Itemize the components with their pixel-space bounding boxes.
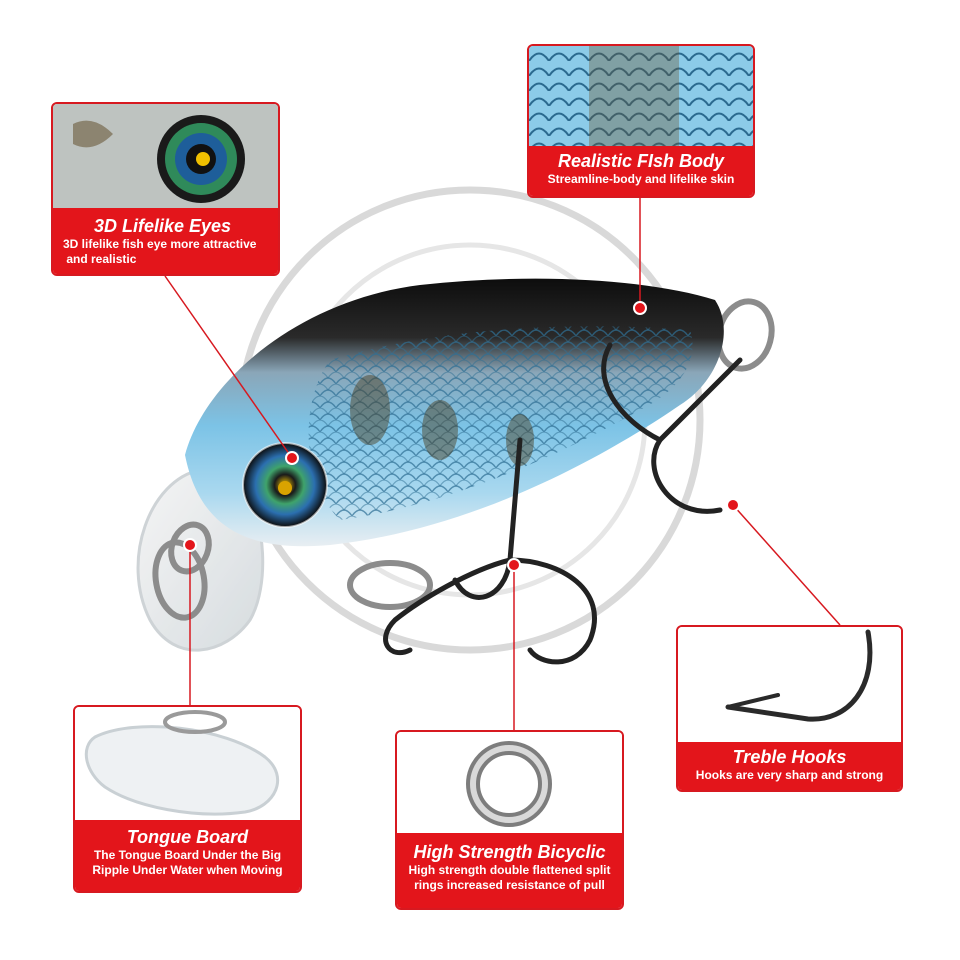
callout-tongue-banner: Tongue Board The Tongue Board Under the … [75,820,300,891]
callout-tongue-title: Tongue Board [126,827,249,847]
treble-hook-icon [678,627,901,746]
callout-hooks-desc: Hooks are very sharp and strong [695,768,884,782]
callout-ring-desc-2: rings increased resistance of pull [414,878,605,892]
callout-hooks-title: Treble Hooks [732,747,847,767]
callout-ring: High Strength Bicyclic High strength dou… [395,730,624,910]
callout-eyes-title: 3D Lifelike Eyes [93,216,232,236]
callout-body-title: Realistic FIsh Body [557,151,725,171]
callout-ring-title: High Strength Bicyclic [413,842,606,862]
split-ring-icon [397,732,622,837]
callout-hooks: Treble Hooks Hooks are very sharp and st… [676,625,903,792]
callout-eyes-banner: 3D Lifelike Eyes 3D lifelike fish eye mo… [53,208,278,274]
callout-body: Realistic FIsh Body Streamline-body and … [527,44,755,198]
callout-tongue-desc-2: Ripple Under Water when Moving [92,863,283,877]
callout-body-banner: Realistic FIsh Body Streamline-body and … [529,146,753,196]
callout-body-desc: Streamline-body and lifelike skin [547,172,735,186]
callout-hooks-banner: Treble Hooks Hooks are very sharp and st… [678,742,901,790]
callout-ring-banner: High Strength Bicyclic High strength dou… [397,833,622,908]
callout-tongue-desc-1: The Tongue Board Under the Big [93,848,282,862]
eye-closeup [53,104,278,212]
callout-eyes-desc-2: and realistic [63,252,137,266]
callout-tongue: Tongue Board The Tongue Board Under the … [73,705,302,893]
callout-eyes-desc-1: 3D lifelike fish eye more attractive [63,237,257,251]
tongue-board-closeup [75,707,300,824]
callout-eyes: 3D Lifelike Eyes 3D lifelike fish eye mo… [51,102,280,276]
callout-ring-desc-1: High strength double flattened split [408,863,611,877]
scale-closeup [529,46,753,150]
